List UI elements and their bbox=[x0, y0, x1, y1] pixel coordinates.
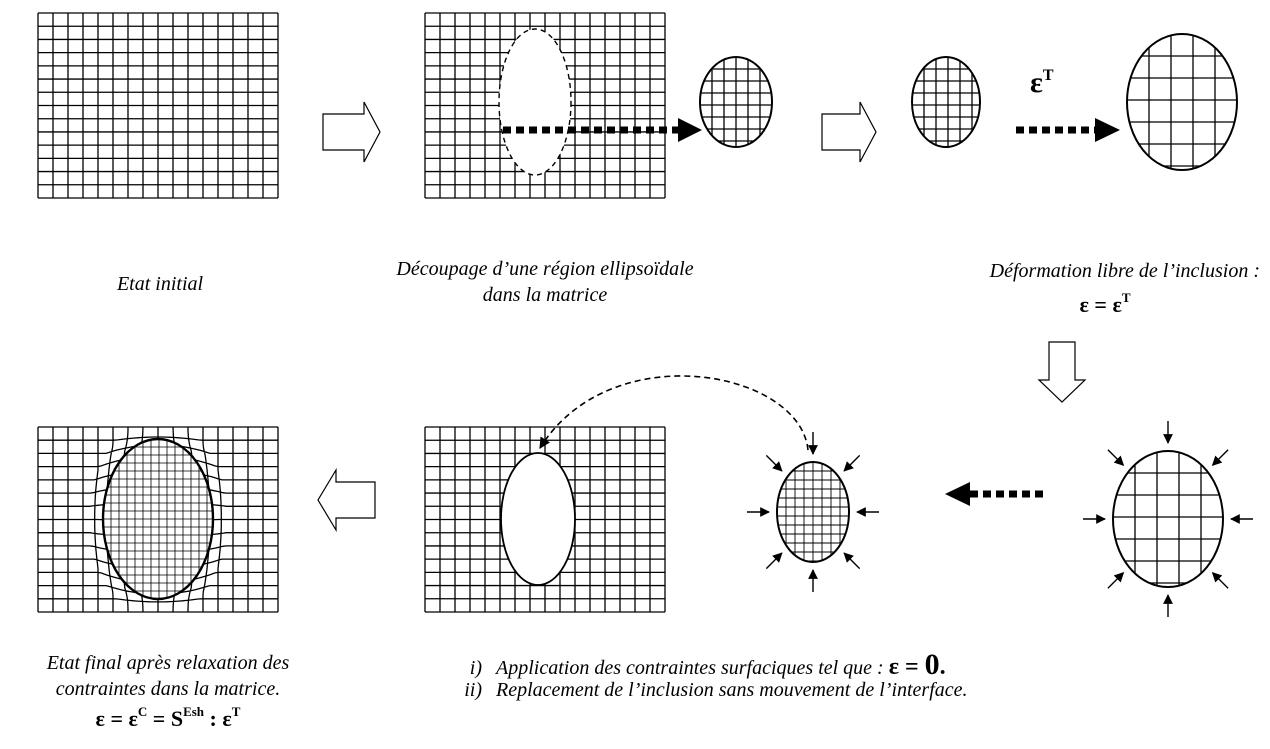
caption-cutout-line2: dans la matrice bbox=[482, 284, 608, 306]
force-arrow bbox=[1211, 572, 1229, 589]
cutout-region-outline bbox=[498, 28, 572, 176]
hollow-arrow-down bbox=[1037, 341, 1087, 403]
restored-inclusion bbox=[747, 432, 879, 592]
force-arrow bbox=[1211, 449, 1229, 466]
force-arrow bbox=[765, 552, 783, 570]
note-item-1: i) Application des contraintes surfacique… bbox=[448, 648, 946, 682]
force-arrow bbox=[843, 552, 861, 570]
note-item-2-number: ii) bbox=[464, 679, 482, 701]
free-strain-arrow bbox=[1016, 118, 1120, 142]
force-arrow bbox=[843, 454, 861, 472]
restoring-arrow bbox=[945, 482, 1046, 506]
force-arrow bbox=[1107, 572, 1125, 589]
caption-final: Etat final après relaxation des contrain… bbox=[8, 650, 328, 702]
caption-final-line2: contraintes dans la matrice. bbox=[55, 678, 281, 700]
note-item-2: ii) Replacement de l’inclusion sans mouve… bbox=[448, 679, 968, 702]
hollow-arrow-right-2 bbox=[821, 101, 877, 163]
caption-cutout-line1: Découpage d’une région ellipsoïdale bbox=[396, 258, 694, 280]
force-arrow bbox=[1107, 449, 1125, 466]
initial-grid bbox=[37, 12, 279, 199]
caption-free-strain: Déformation libre de l’inclusion : bbox=[989, 260, 1260, 282]
note-item-1-text: Application des contraintes surfaciques … bbox=[496, 657, 889, 679]
caption-initial: Etat initial bbox=[116, 273, 204, 295]
transformation-strain-label: εT bbox=[1030, 66, 1054, 99]
hole bbox=[500, 452, 576, 586]
equation-final-state: ε = εC = SEsh : εT bbox=[95, 704, 241, 731]
hollow-arrow-left bbox=[317, 467, 376, 533]
cutout-grid bbox=[424, 12, 666, 199]
final-inclusion bbox=[101, 437, 215, 601]
extracted-inclusion bbox=[699, 56, 773, 148]
reinsertion-arrow bbox=[539, 375, 809, 451]
caption-cutout: Découpage d’une région ellipsoïdale dans… bbox=[360, 256, 730, 308]
force-arrow bbox=[765, 454, 783, 472]
note-item-2-text: Replacement de l’inclusion sans mouvemen… bbox=[496, 679, 968, 701]
final-relaxed-state bbox=[37, 426, 279, 613]
inclusion-before-strain bbox=[911, 56, 981, 148]
matrix-with-hole bbox=[424, 426, 666, 613]
hollow-arrow-right-1 bbox=[322, 101, 381, 163]
compressed-strained-inclusion bbox=[1083, 421, 1253, 617]
note-item-1-number: i) bbox=[469, 657, 482, 679]
equation-free-strain: ε = εT bbox=[1079, 290, 1131, 317]
extraction-arrow bbox=[503, 118, 702, 142]
note-item-1-math: ε = 0. bbox=[888, 648, 946, 681]
caption-final-line1: Etat final après relaxation des bbox=[46, 652, 290, 674]
strained-inclusion bbox=[1126, 33, 1238, 171]
